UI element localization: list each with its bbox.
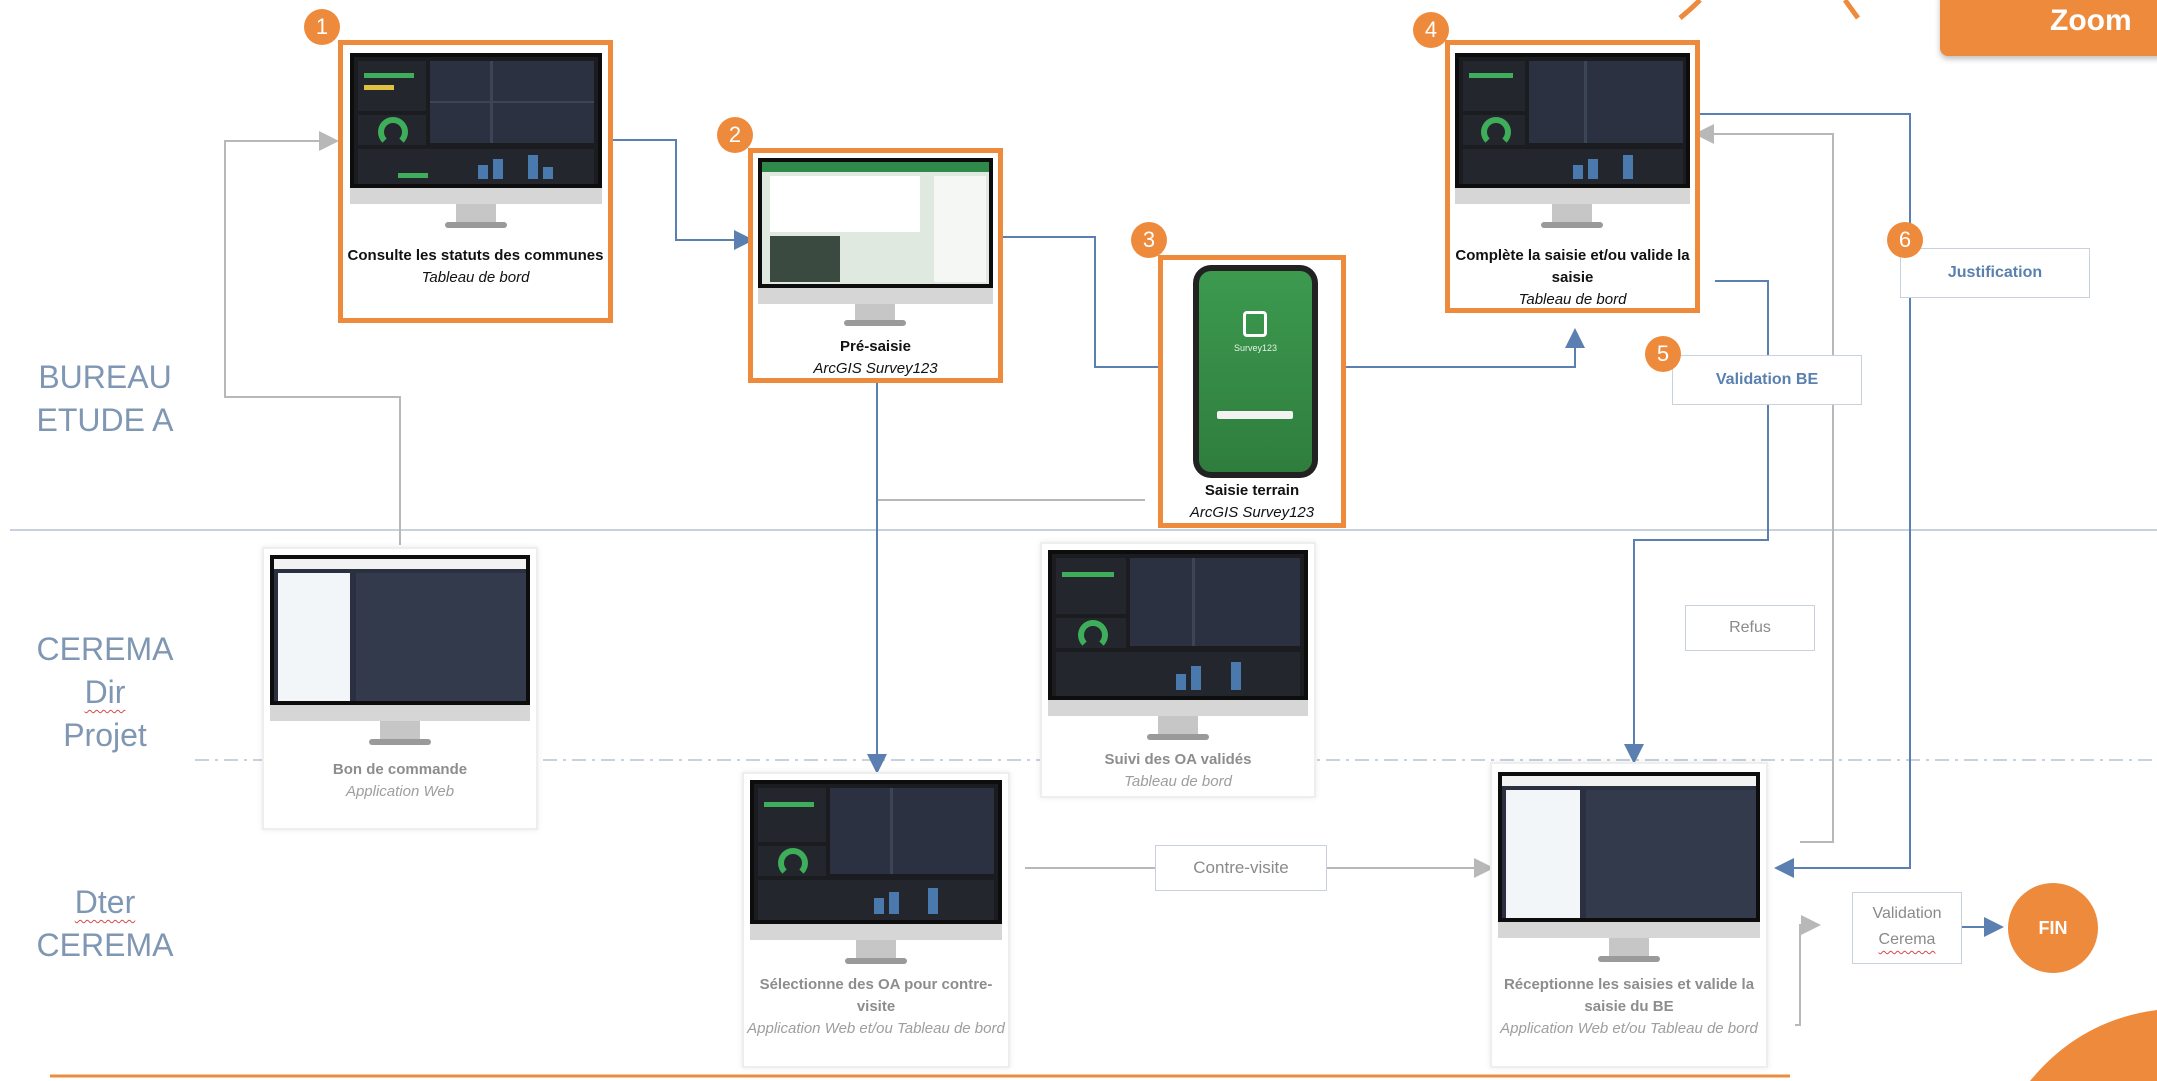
- arrow-bon-1: [224, 131, 401, 545]
- selection-caption: Sélectionne des OA pour contre-visite Ap…: [747, 976, 1005, 1037]
- step-2-caption: Pré-saisie ArcGIS Survey123: [813, 338, 938, 377]
- arrow-4-reception: [1624, 280, 1769, 764]
- arrow-refus-4: [1694, 124, 1834, 843]
- survey-logo-icon: [1243, 311, 1267, 337]
- reception-caption: Réceptionne les saisies et valide la sai…: [1500, 976, 1758, 1037]
- lane-dter: Dter CEREMA: [36, 884, 174, 963]
- bon-commande-caption: Bon de commande Application Web: [332, 761, 468, 800]
- arrow-1-2: [612, 139, 754, 250]
- lane-cerema-dir: CEREMA Dir Projet: [36, 631, 174, 753]
- suivi-card[interactable]: Suivi des OA validés Tableau de bord: [1040, 542, 1316, 798]
- step-2-card[interactable]: Pré-saisie ArcGIS Survey123: [748, 148, 1003, 383]
- reception-card[interactable]: Réceptionne les saisies et valide la sai…: [1490, 762, 1768, 1068]
- zoom-tab[interactable]: Zoom: [1940, 0, 2157, 56]
- step-badge-1: 1: [304, 9, 340, 45]
- fin-node: FIN: [2008, 883, 2098, 973]
- step-1-card[interactable]: Consulte les statuts des communes Tablea…: [338, 40, 613, 323]
- phone-app-name: Survey123: [1233, 343, 1278, 353]
- lane-bureau: BUREAU ETUDE A: [36, 359, 174, 438]
- bracket-right: [1842, 0, 1861, 20]
- step-badge-6: 6: [1887, 222, 1923, 258]
- selection-card[interactable]: Sélectionne des OA pour contre-visite Ap…: [742, 772, 1010, 1068]
- validation-cerema-box: Validation Cerema: [1852, 892, 1962, 964]
- monitor-webapp: [1498, 772, 1760, 972]
- arrow-to-validation: [1795, 915, 1821, 1026]
- decor-swoosh: [2030, 1010, 2157, 1081]
- arrow-2-3: [1002, 236, 1189, 377]
- validation-cerema-line2: Cerema: [1878, 931, 1936, 948]
- bracket-left: [1678, 0, 1702, 20]
- step-badge-2: 2: [717, 117, 753, 153]
- step-badge-4: 4: [1413, 12, 1449, 48]
- step-4-caption: Complète la saisie et/ou valide la saisi…: [1455, 247, 1690, 308]
- suivi-caption: Suivi des OA validés Tableau de bord: [1104, 751, 1252, 790]
- arrow-justification: [1700, 113, 1911, 878]
- validation-cerema-line1: Validation: [1872, 905, 1942, 922]
- monitor-survey: [758, 158, 993, 328]
- monitor-dashboard: [750, 780, 1002, 976]
- monitor-dashboard: [350, 53, 602, 233]
- zoom-label: Zoom: [2050, 4, 2132, 37]
- monitor-webapp: [270, 555, 530, 755]
- step-4-card[interactable]: Complète la saisie et/ou valide la saisi…: [1445, 40, 1700, 313]
- step-3-caption: Saisie terrain ArcGIS Survey123: [1189, 482, 1315, 521]
- step-3-card[interactable]: Survey123 Saisie terrain ArcGIS Survey12…: [1158, 255, 1346, 528]
- refus-box: Refus: [1685, 605, 1815, 651]
- arrow-3-4: [1335, 328, 1585, 368]
- bon-commande-card[interactable]: Bon de commande Application Web: [262, 547, 538, 830]
- monitor-dashboard: [1048, 550, 1308, 750]
- contre-visite-box: Contre-visite: [1155, 845, 1327, 891]
- phone-signin-button: [1217, 411, 1293, 419]
- justification-box: Justification: [1900, 248, 2090, 298]
- phone-device: Survey123: [1193, 265, 1318, 478]
- monitor-dashboard: [1455, 53, 1690, 233]
- validation-be-box: Validation BE: [1672, 355, 1862, 405]
- step-badge-5: 5: [1645, 336, 1681, 372]
- step-1-caption: Consulte les statuts des communes Tablea…: [347, 247, 604, 286]
- step-badge-3: 3: [1131, 222, 1167, 258]
